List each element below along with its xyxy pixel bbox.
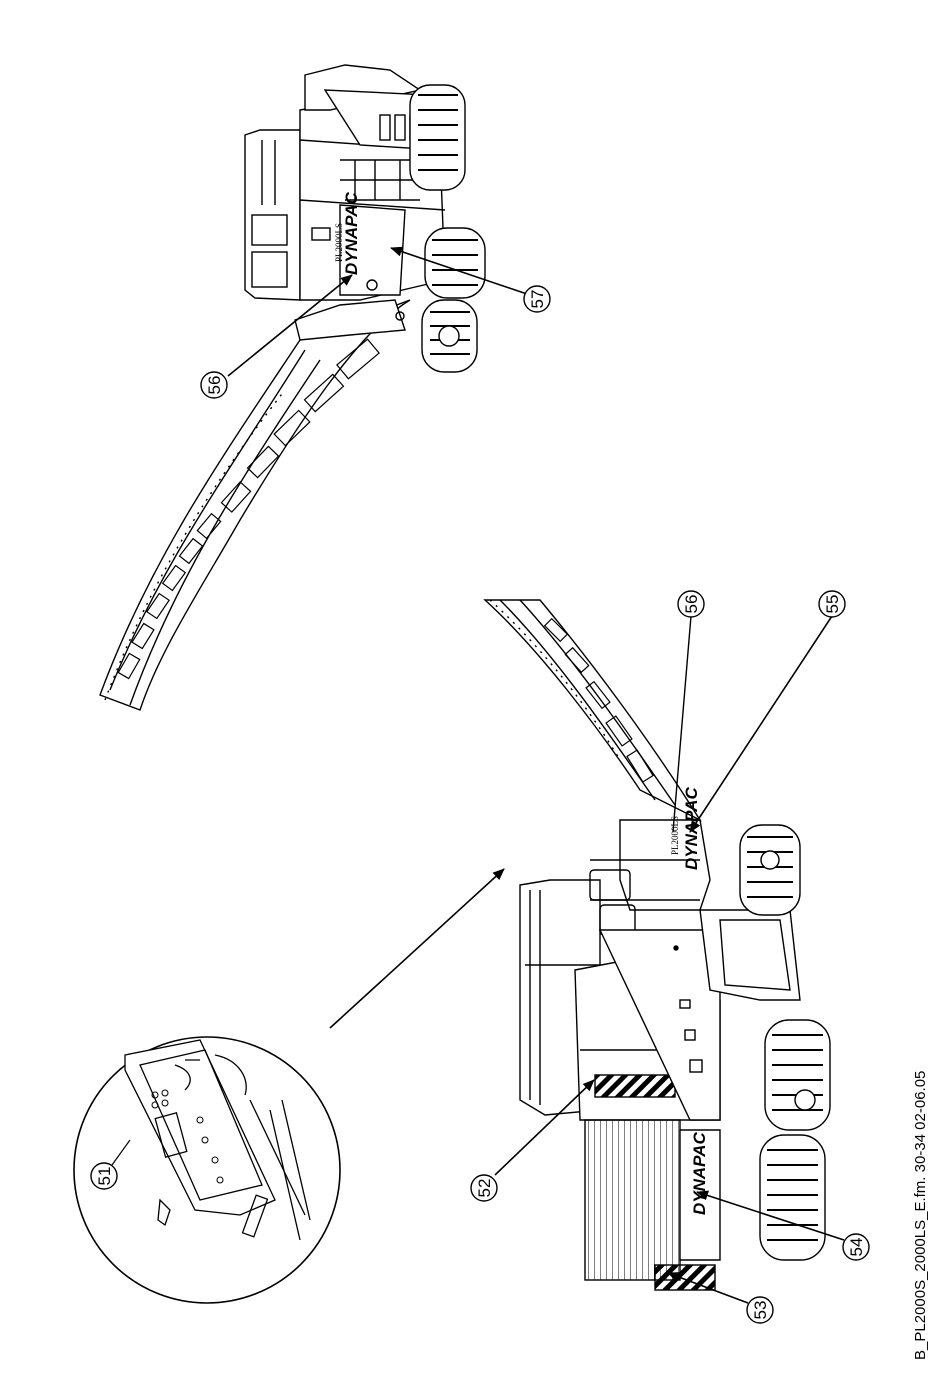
bottom-machine [485, 600, 800, 1290]
detail-pointer-arrow [330, 869, 504, 1028]
callout-bottom-53: 53 [747, 1297, 773, 1323]
top-brand-label: DYNAPAC [342, 191, 361, 275]
svg-text:53: 53 [751, 1301, 770, 1320]
svg-text:51: 51 [95, 1167, 114, 1186]
bottom-brand-label-b: DYNAPAC [690, 1131, 709, 1215]
callout-bottom-54: 54 [843, 1234, 869, 1260]
svg-text:56: 56 [682, 595, 701, 614]
svg-text:52: 52 [475, 1179, 494, 1198]
callout-top-56: 56 [201, 372, 227, 398]
bottom-tracks [740, 825, 830, 1260]
bottom-model-label: PL2000LS [670, 816, 680, 855]
bottom-brand-label-a: DYNAPAC [682, 786, 701, 870]
footer-filename: B_PL2000S_2000LS_E.fm. 30-34 02-06.05 [912, 1071, 929, 1360]
top-model-label: PL2000LS [334, 223, 344, 262]
top-machine [100, 65, 445, 710]
callout-51: 51 [91, 1163, 117, 1189]
callout-bottom-55: 55 [819, 591, 845, 617]
callout-top-57: 57 [524, 286, 550, 312]
callout-bottom-56: 56 [678, 591, 704, 617]
svg-text:56: 56 [205, 376, 224, 395]
leader-bottom-55 [690, 616, 832, 832]
svg-text:54: 54 [847, 1238, 866, 1257]
svg-text:55: 55 [823, 595, 842, 614]
svg-text:57: 57 [528, 290, 547, 309]
callout-bottom-52: 52 [471, 1175, 497, 1201]
